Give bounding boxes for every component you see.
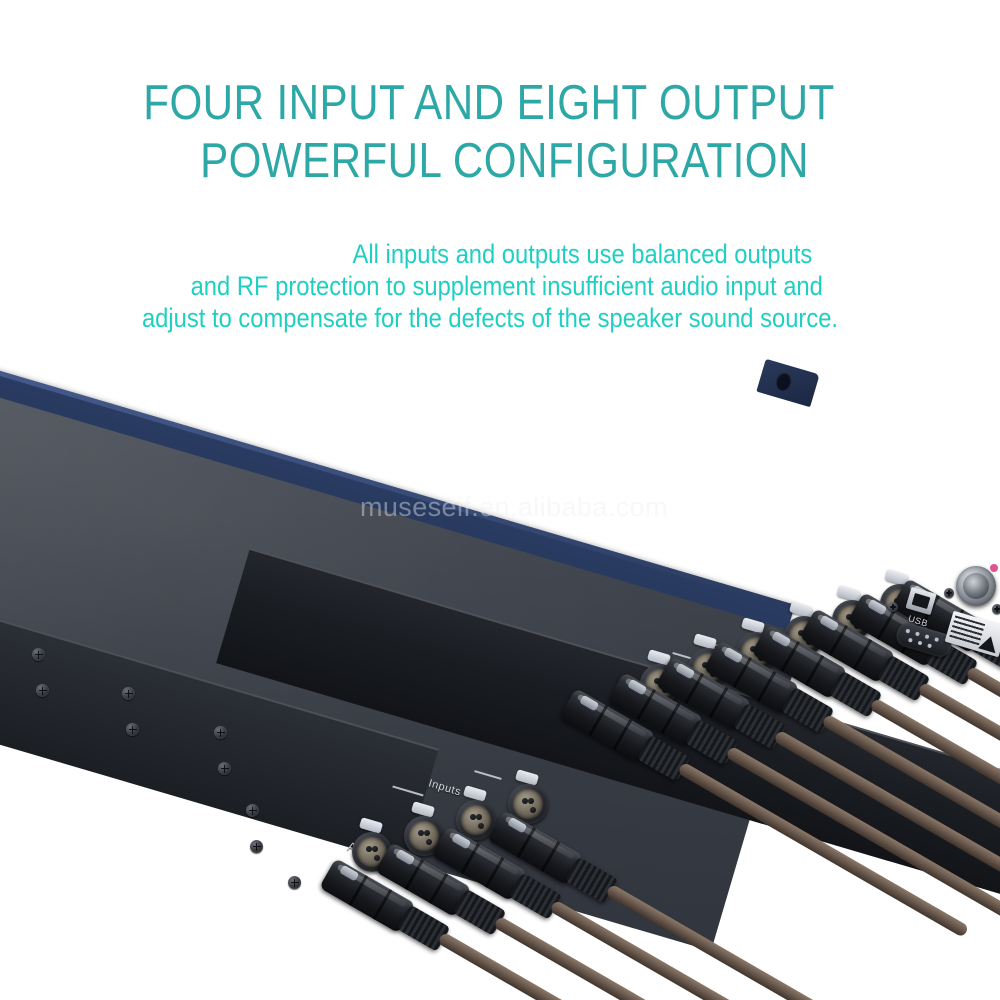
chassis-screw [218,762,231,775]
chassis-screw [122,687,135,700]
db9-pin [934,637,940,643]
headline-line-1: FOUR INPUT AND EIGHT OUTPUT [143,76,835,130]
panel-screw [944,588,954,598]
power-inlet-core [963,573,989,599]
rack-mount-ear [756,358,820,408]
xlr-pin [470,814,476,820]
warning-triangle-icon [978,633,1000,654]
power-inlet [956,564,998,606]
usb-slot [911,592,931,610]
db9-pin [905,628,911,634]
power-inlet-marker [990,564,998,572]
xlr-pin [522,798,528,804]
db9-pin [907,637,913,643]
chassis-screw [32,648,45,661]
xlr-pin [374,855,380,861]
chassis-screw [250,840,263,853]
xlr-pin [372,846,378,852]
xlr-pin [530,807,536,813]
page-title: FOUR INPUT AND EIGHT OUTPUT POWERFUL CON… [68,74,909,190]
xlr-barrel [513,789,543,819]
db9-pin [924,634,930,640]
chassis-screw [214,726,227,739]
rack-ear-hole [773,370,794,393]
body-line-2: and RF protection to supplement insuffic… [190,271,823,301]
chassis-screw [288,876,301,889]
body-line-3: adjust to compensate for the defects of … [141,303,839,333]
xlr-barrel [461,805,491,835]
xlr-pin [478,823,484,829]
xlr-pin [418,830,424,836]
xlr-pin [424,830,430,836]
xlr-pin [528,798,534,804]
headline-line-2: POWERFUL CONFIGURATION [200,134,809,188]
db9-pin [914,631,920,637]
body-copy: All inputs and outputs use balanced outp… [59,238,921,334]
db9-pin [927,643,933,649]
panel-screw [888,602,898,612]
db9-pin [917,640,923,646]
chassis-screw [36,684,49,697]
xlr-pin [426,839,432,845]
xlr-pin [366,846,372,852]
xlr-barrel [409,821,439,851]
chassis-screw [246,804,259,817]
body-line-1: All inputs and outputs use balanced outp… [352,239,813,269]
xlr-pin [476,814,482,820]
chassis-screw [126,723,139,736]
panel-screw [992,604,1000,614]
input-xlr-jack [456,800,496,840]
product-photo: Outputs [0,352,1000,1000]
